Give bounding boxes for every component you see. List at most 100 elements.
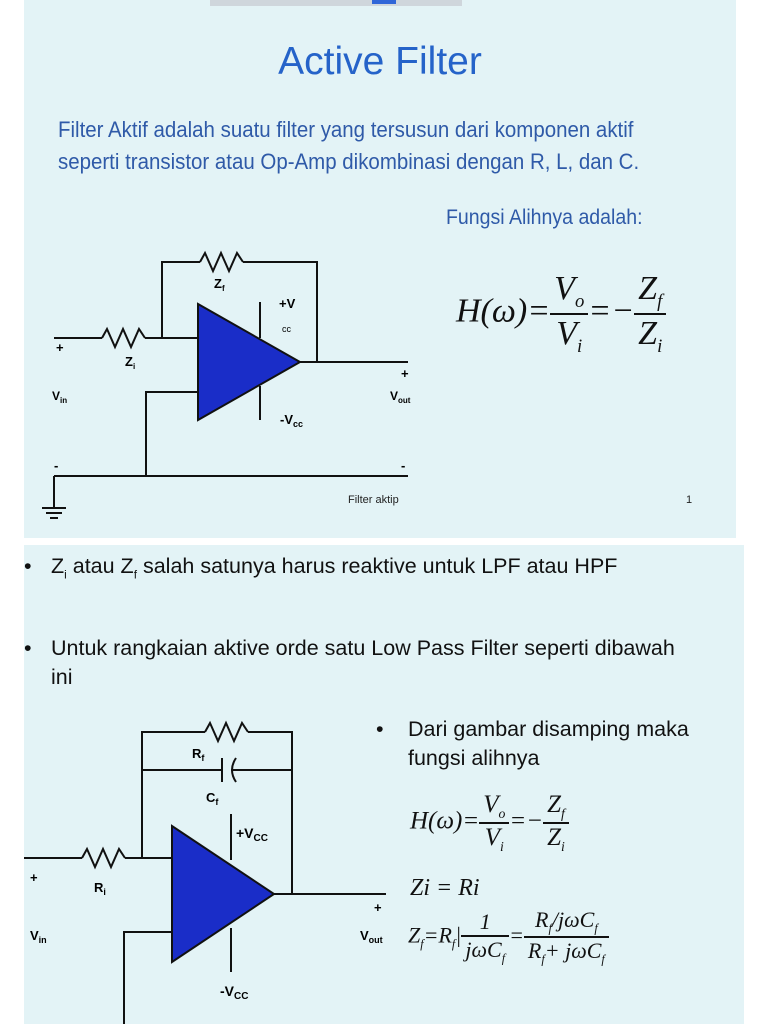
slide-2: • Zi atau Zf salah satunya harus reaktiv… bbox=[24, 545, 744, 1024]
eq-vi: V bbox=[556, 314, 577, 352]
eq-lhs: H(ω)= bbox=[456, 292, 551, 330]
eq1-zden: Zi bbox=[543, 824, 569, 855]
vin-minus: - bbox=[54, 458, 58, 473]
bullet-text-3: Dari gambar disamping maka fungsi alihny… bbox=[408, 717, 689, 770]
zf-label: Zf bbox=[214, 276, 225, 293]
ri-resistor bbox=[81, 846, 126, 870]
eq-mid: =− bbox=[588, 292, 635, 330]
slide-title: Active Filter bbox=[278, 40, 482, 83]
rf-resistor bbox=[204, 720, 249, 744]
bullet-text-1: Zi atau Zf salah satunya harus reaktive … bbox=[51, 552, 741, 589]
eq3-jwc-sub: f bbox=[501, 951, 506, 966]
vout-plus: + bbox=[374, 900, 382, 915]
op-amp-triangle bbox=[171, 824, 276, 964]
eq1-lhs: H(ω)= bbox=[410, 807, 480, 835]
op-amp-triangle bbox=[197, 302, 303, 422]
slide-page-number: 1 bbox=[686, 494, 693, 506]
transfer-function-label: Fungsi Alihnya adalah: bbox=[446, 206, 643, 229]
b1-zf: atau Z bbox=[66, 554, 134, 578]
eq3-den2b: + jωC bbox=[544, 938, 602, 964]
eq3-rf: =R bbox=[423, 922, 452, 948]
eq-zf: Z bbox=[638, 270, 658, 307]
eq3-jwc: jωCf bbox=[461, 937, 509, 966]
slide-1: Active Filter Filter Aktif adalah suatu … bbox=[24, 0, 736, 538]
b1-zi-sub: i bbox=[64, 567, 67, 582]
bullet-text-2: Untuk rangkaian aktive orde satu Low Pas… bbox=[51, 636, 675, 689]
feedback-wire bbox=[161, 261, 200, 320]
vin-label: Vin bbox=[52, 389, 67, 405]
eq3-zf: Z bbox=[408, 922, 421, 948]
vin-label: Vin bbox=[30, 928, 47, 945]
plus-v-label: +V bbox=[279, 296, 296, 311]
eq-vi-sub: i bbox=[577, 335, 583, 357]
eq3-num2: Rf/jωCf bbox=[523, 907, 609, 939]
eq3-num2b-sub: f bbox=[594, 921, 598, 936]
eq1-vo-sub: o bbox=[498, 806, 506, 821]
vout-minus: - bbox=[401, 458, 405, 473]
input-to-inverting bbox=[145, 320, 163, 339]
eq1-vi: V bbox=[484, 824, 501, 851]
eq3-num2a: R bbox=[535, 907, 549, 932]
eq3-one: 1 bbox=[461, 909, 510, 937]
bullet-dot: • bbox=[24, 636, 32, 660]
eq-zi: Z bbox=[638, 314, 658, 352]
eq3-den2a: R bbox=[527, 938, 542, 964]
eq1-vi-sub: i bbox=[500, 839, 504, 854]
zi-label: Zi bbox=[125, 354, 135, 371]
eq3-bar: | bbox=[455, 922, 462, 948]
inverting-amplifier-circuit: Zf Zi +V cc -Vcc Vin + - Vout + - bbox=[42, 250, 411, 519]
cf-label: Cf bbox=[206, 790, 219, 807]
bullet-dot: • bbox=[24, 554, 32, 578]
eq3-zf-sub: f bbox=[420, 936, 424, 951]
cf-wire-left bbox=[141, 750, 222, 771]
eq-zi-sub: i bbox=[657, 335, 663, 357]
eq3-den2a-sub: f bbox=[541, 952, 545, 967]
b1-zf-sub: f bbox=[133, 567, 137, 582]
b1-zi: Z bbox=[51, 554, 65, 578]
vin-plus: + bbox=[56, 340, 64, 355]
eq-den: Vi bbox=[550, 315, 588, 358]
toolbar-strip bbox=[210, 0, 462, 6]
rf-wire-left bbox=[141, 731, 205, 750]
eq3-eq2: = bbox=[509, 922, 524, 948]
bullet-dot: • bbox=[376, 717, 384, 741]
zi-resistor bbox=[101, 326, 146, 350]
eq-vo-sub: o bbox=[574, 290, 585, 312]
vout-label: Vout bbox=[360, 928, 383, 945]
slide-footer: Filter aktip bbox=[348, 494, 399, 506]
ri-label: Ri bbox=[94, 880, 106, 897]
eq3-rf-sub: f bbox=[451, 936, 456, 951]
low-pass-filter-circuit: Rf Cf +VCC Ri + Vin + Vout -VCC bbox=[24, 720, 386, 1024]
eq1-mid: =− bbox=[509, 807, 544, 835]
eq3-den2b-sub: f bbox=[601, 952, 605, 967]
vin-plus: + bbox=[30, 870, 38, 885]
eq-zden: Zi bbox=[634, 315, 666, 358]
eq1-den: Vi bbox=[479, 824, 509, 855]
rf-label: Rf bbox=[192, 746, 205, 763]
eq3-num2a-sub: f bbox=[548, 921, 552, 936]
eq1-zi-sub: i bbox=[561, 839, 565, 854]
eq1-zf-sub: f bbox=[561, 806, 565, 821]
eq-num: Vo bbox=[550, 270, 589, 315]
eq1-zf: Z bbox=[547, 791, 562, 818]
ground-symbol bbox=[42, 507, 66, 519]
vout-plus: + bbox=[401, 366, 409, 381]
toolbar-active-indicator bbox=[372, 0, 396, 4]
eq3-num2b: jωC bbox=[557, 907, 595, 932]
noninverting-wire bbox=[145, 391, 198, 476]
eq1-znum: Zf bbox=[543, 791, 569, 824]
eq-znum: Zf bbox=[634, 270, 667, 315]
zf-resistor bbox=[199, 250, 244, 274]
eq-vo: V bbox=[554, 270, 575, 307]
cc-label: cc bbox=[282, 324, 292, 334]
eq3-den2: Rf+ jωCf bbox=[524, 938, 609, 967]
eq1-num: Vo bbox=[479, 791, 510, 824]
feedback-wire-right bbox=[243, 261, 318, 362]
noninverting-wire bbox=[123, 931, 172, 1024]
rf-wire-right bbox=[248, 731, 293, 894]
